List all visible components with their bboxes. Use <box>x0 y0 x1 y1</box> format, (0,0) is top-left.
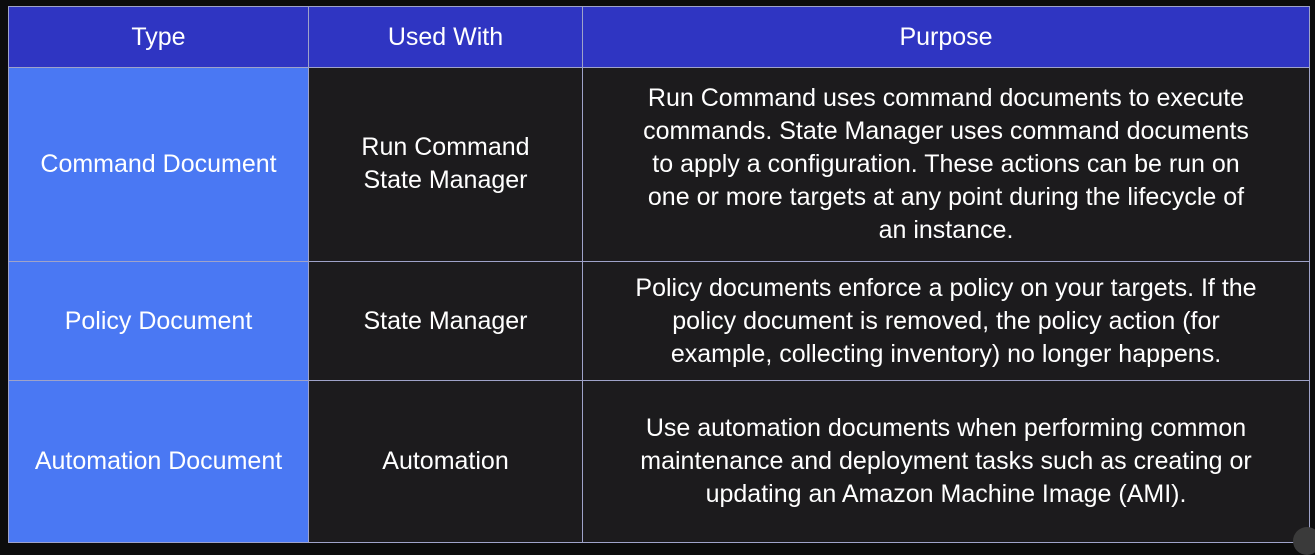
purpose-line: example, collecting inventory) no longer… <box>670 339 1222 368</box>
corner-circle-icon <box>1293 527 1315 555</box>
header-type: Type <box>8 6 309 68</box>
purpose-line: maintenance and deployment tasks such as… <box>640 447 1252 476</box>
purpose-line: policy document is removed, the policy a… <box>672 306 1220 335</box>
purpose-line: one or more targets at any point during … <box>647 182 1245 211</box>
purpose-line: Policy documents enforce a policy on you… <box>635 273 1257 302</box>
used-with-line: Run Command <box>361 133 530 162</box>
table-header: Type Used With Purpose <box>8 6 1310 68</box>
table-body: Command Document Run Command State Manag… <box>8 67 1310 543</box>
purpose-line: an instance. <box>878 215 1014 244</box>
table-row: Command Document Run Command State Manag… <box>8 67 1310 262</box>
used-with-line: State Manager <box>363 306 528 335</box>
header-row: Type Used With Purpose <box>8 6 1310 68</box>
purpose-line: Run Command uses command documents to ex… <box>647 83 1245 112</box>
type-cell: Automation Document <box>8 380 309 543</box>
header-purpose: Purpose <box>582 6 1310 68</box>
used-with-cell: State Manager <box>308 260 583 382</box>
purpose-cell: Use automation documents when performing… <box>582 380 1310 543</box>
header-used-with: Used With <box>308 6 583 68</box>
purpose-cell: Run Command uses command documents to ex… <box>582 67 1310 262</box>
ssm-document-types-table: Type Used With Purpose Command Document … <box>8 6 1310 543</box>
purpose-line: to apply a configuration. These actions … <box>652 149 1240 178</box>
used-with-line: State Manager <box>363 166 528 195</box>
used-with-cell: Automation <box>308 380 583 543</box>
used-with-cell: Run Command State Manager <box>308 67 583 262</box>
purpose-cell: Policy documents enforce a policy on you… <box>582 260 1310 382</box>
type-cell: Policy Document <box>8 260 309 382</box>
used-with-line: Automation <box>382 447 509 476</box>
table-row: Automation Document Automation Use autom… <box>8 380 1310 543</box>
purpose-line: updating an Amazon Machine Image (AMI). <box>705 480 1187 509</box>
purpose-line: commands. State Manager uses command doc… <box>643 116 1249 145</box>
purpose-line: Use automation documents when performing… <box>645 414 1247 443</box>
documents-table-container: Type Used With Purpose Command Document … <box>8 6 1315 555</box>
type-cell: Command Document <box>8 67 309 262</box>
table-row: Policy Document State Manager Policy doc… <box>8 260 1310 382</box>
